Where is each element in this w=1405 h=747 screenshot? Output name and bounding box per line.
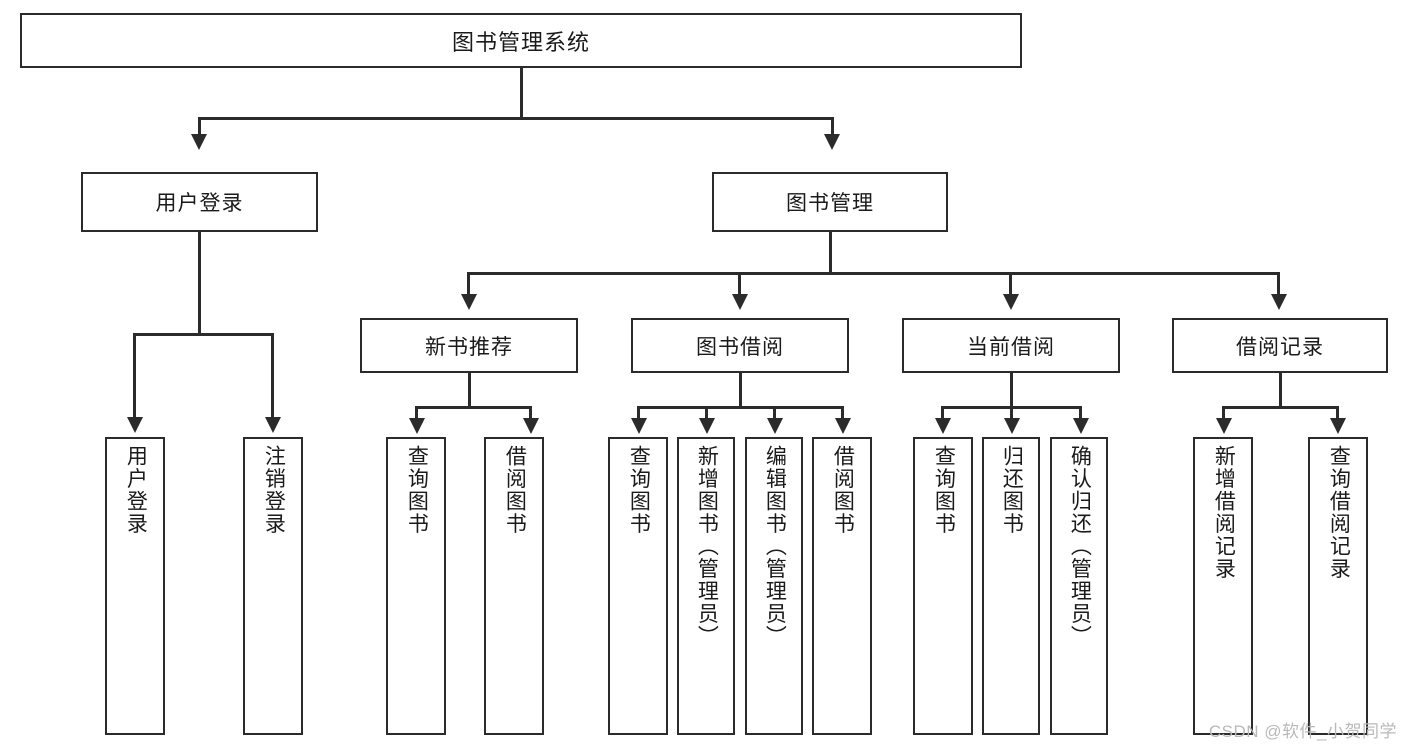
arrowhead-bm-new-book [461,294,477,310]
node-label: 图书借阅 [696,335,784,359]
leaf-book-borrow-query-books[interactable]: 查询图书 [608,437,668,735]
edge-cb-to-leaf-3 [1079,406,1082,421]
edge-new-book-stem [468,373,471,408]
arrowhead-bm-book-borrow [732,294,748,310]
edge-user-login-to-leaf-2 [271,333,274,420]
leaf-current-borrow-query-books[interactable]: 查询图书 [913,437,973,735]
arrowhead-root-to-book-management [824,134,840,150]
arrowhead-new-book-leaf-2 [523,418,539,434]
arrowhead-root-to-user-login [191,134,207,150]
node-new-book-recommend[interactable]: 新书推荐 [360,318,578,373]
node-label: 借阅记录 [1236,335,1324,359]
node-user-login[interactable]: 用户登录 [81,172,318,232]
leaf-book-borrow-add-book-admin[interactable]: 新增图书（管理员） [677,437,735,735]
arrowhead-bb-leaf-2 [699,418,715,434]
leaf-current-borrow-return-books[interactable]: 归还图书 [982,437,1040,735]
leaf-label: 编辑图书（管理员） [763,445,787,648]
leaf-label: 确认归还（管理员） [1068,445,1092,648]
edge-new-book-to-leaf-2 [529,406,532,421]
leaf-book-borrow-borrow-books[interactable]: 借阅图书 [812,437,872,735]
edge-root-to-user-login [198,117,201,139]
edge-book-management-bus [467,272,1279,275]
edge-br-to-leaf-2 [1336,406,1339,421]
edge-book-borrow-bus [637,406,843,409]
leaf-label: 查询图书 [405,445,429,535]
arrowhead-cb-leaf-3 [1073,418,1089,434]
leaf-label: 用户登录 [124,445,148,535]
arrowhead-bb-leaf-3 [767,418,783,434]
leaf-label: 查询借阅记录 [1327,445,1351,580]
leaf-new-book-borrow-books[interactable]: 借阅图书 [484,437,544,735]
edge-bm-to-new-book [467,272,470,297]
leaf-book-borrow-edit-book-admin[interactable]: 编辑图书（管理员） [745,437,803,735]
arrowhead-bm-current-borrow [1003,294,1019,310]
edge-bb-to-leaf-3 [773,406,776,421]
edge-bm-to-borrow-record [1277,272,1280,297]
node-root-book-management-system[interactable]: 图书管理系统 [20,13,1022,68]
edge-root-stem [520,68,523,117]
edge-new-book-bus [415,406,531,409]
edge-root-bus [198,117,833,120]
edge-current-borrow-stem [1010,373,1013,408]
edge-bb-to-leaf-1 [637,406,640,421]
leaf-borrow-record-add-record[interactable]: 新增借阅记录 [1193,437,1253,735]
edge-book-management-stem [829,232,832,274]
edge-user-login-to-leaf-1 [133,333,136,420]
leaf-label: 借阅图书 [831,445,855,535]
arrowhead-cb-leaf-1 [935,418,951,434]
edge-bb-to-leaf-4 [841,406,844,421]
leaf-new-book-query-books[interactable]: 查询图书 [386,437,446,735]
node-current-borrow[interactable]: 当前借阅 [902,318,1120,373]
node-book-borrow[interactable]: 图书借阅 [631,318,849,373]
node-borrow-record[interactable]: 借阅记录 [1172,318,1388,373]
arrowhead-bb-leaf-4 [835,418,851,434]
edge-br-to-leaf-1 [1222,406,1225,421]
edge-cb-to-leaf-1 [941,406,944,421]
edge-book-borrow-stem [739,373,742,408]
leaf-label: 借阅图书 [503,445,527,535]
arrowhead-bm-borrow-record [1271,294,1287,310]
node-label: 新书推荐 [425,335,513,359]
node-label: 用户登录 [155,192,244,215]
edge-bm-to-book-borrow [738,272,741,297]
edge-user-login-stem [198,232,201,335]
leaf-label: 注销登录 [262,445,286,535]
node-label: 图书管理 [786,192,874,215]
arrowhead-user-login-leaf-2 [265,417,281,433]
leaf-label: 新增图书（管理员） [695,445,719,648]
node-label: 图书管理系统 [451,29,590,55]
arrowhead-new-book-leaf-1 [409,418,425,434]
edge-bb-to-leaf-2 [705,406,708,421]
node-label: 当前借阅 [967,335,1055,359]
edge-borrow-record-bus [1222,406,1338,409]
edge-cb-to-leaf-2 [1010,406,1013,421]
edge-new-book-to-leaf-1 [415,406,418,421]
leaf-label: 归还图书 [1000,445,1024,535]
leaf-borrow-record-query-record[interactable]: 查询借阅记录 [1308,437,1368,735]
arrowhead-user-login-leaf-1 [127,417,143,433]
leaf-label: 新增借阅记录 [1212,445,1236,580]
arrowhead-br-leaf-1 [1216,418,1232,434]
leaf-user-login-logout[interactable]: 注销登录 [243,437,303,735]
arrowhead-cb-leaf-2 [1004,418,1020,434]
leaf-label: 查询图书 [627,445,651,535]
arrowhead-br-leaf-2 [1330,418,1346,434]
edge-root-to-book-management [831,117,834,139]
leaf-current-borrow-confirm-return-admin[interactable]: 确认归还（管理员） [1050,437,1108,735]
leaf-user-login-login[interactable]: 用户登录 [105,437,165,735]
edge-borrow-record-stem [1279,373,1282,408]
leaf-label: 查询图书 [932,445,956,535]
node-book-management[interactable]: 图书管理 [712,172,948,232]
edge-user-login-bus [133,333,273,336]
arrowhead-bb-leaf-1 [631,418,647,434]
edge-bm-to-current-borrow [1009,272,1012,297]
